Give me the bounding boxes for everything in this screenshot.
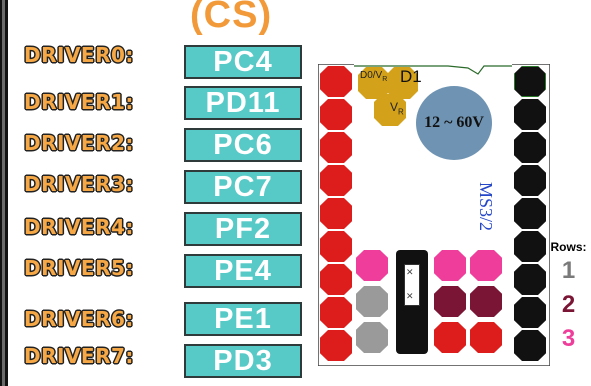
jumper-bottom-red-cell	[470, 322, 502, 353]
jumper-marker-icon: ✕	[406, 267, 414, 277]
rows-legend-2: 2	[561, 291, 576, 318]
pin-cell	[320, 330, 352, 361]
jumper-row3-cell	[434, 250, 466, 281]
driver-row-2: DRIVER2:	[24, 126, 180, 160]
d0-label-sub: R	[382, 76, 388, 83]
driver-pin-6: PE1	[184, 302, 302, 336]
rows-legend-1: 1	[561, 257, 576, 284]
left-frame-border	[0, 0, 8, 386]
driver-label: DRIVER0:	[24, 43, 134, 67]
pin-cell	[320, 66, 352, 97]
driver-label: DRIVER6:	[24, 307, 134, 331]
vr-label-text: V	[390, 100, 399, 114]
rows-legend-3: 3	[561, 325, 576, 352]
pin-cell	[514, 198, 546, 229]
pin-cell	[514, 264, 546, 295]
d1-pad	[386, 67, 418, 99]
vr-pad	[374, 94, 406, 126]
pin-cell	[514, 231, 546, 262]
driver-pin-4: PF2	[184, 212, 302, 246]
driver-pin-7: PD3	[184, 344, 302, 378]
pin-cell	[514, 66, 546, 97]
pin-cell	[320, 264, 352, 295]
cs-header: (CS)	[190, 0, 273, 36]
driver-pin-0: PC4	[184, 45, 302, 79]
d0-vr-pad	[358, 67, 390, 99]
right-pin-column-black	[514, 66, 548, 366]
driver-label: DRIVER3:	[24, 172, 134, 196]
jumper-marker-icon: ✕	[406, 291, 414, 301]
vr-label: VR	[390, 100, 404, 116]
jumper-row1-cell	[356, 322, 388, 353]
pin-cell	[320, 99, 352, 130]
driver-row-0: DRIVER0:	[24, 38, 180, 72]
driver-label: DRIVER5:	[24, 256, 134, 280]
driver-label: DRIVER2:	[24, 131, 134, 155]
pin-cell	[514, 330, 546, 361]
pin-cell	[514, 165, 546, 196]
driver-board-diagram: D0/VR D1 VR 12 ~ 60V MS3/2 ✕ ✕	[318, 64, 550, 366]
jumper-row2-cell	[434, 286, 466, 317]
driver-row-3: DRIVER3:	[24, 167, 180, 201]
jumper-row3-cell	[470, 250, 502, 281]
rows-legend-title: Rows:	[550, 240, 587, 254]
pin-cell	[514, 99, 546, 130]
pin-cell	[320, 231, 352, 262]
pin-cell	[320, 165, 352, 196]
driver-row-7: DRIVER7:	[24, 339, 180, 373]
jumper-row2-cell	[470, 286, 502, 317]
voltage-label: 12 ~ 60V	[424, 114, 484, 131]
d0-vr-label: D0/VR	[360, 70, 387, 83]
pin-cell	[514, 297, 546, 328]
driver-label: DRIVER7:	[24, 344, 134, 368]
pin-cell	[320, 297, 352, 328]
d1-label: D1	[400, 67, 422, 86]
pin-cell	[320, 198, 352, 229]
d0-label-text: D0/V	[360, 70, 383, 81]
pin-cell	[514, 132, 546, 163]
jumper-cap	[404, 264, 420, 306]
driver-label: DRIVER1:	[24, 90, 134, 114]
vr-label-sub: R	[398, 107, 404, 117]
jumper-row1-cell	[356, 286, 388, 317]
driver-row-5: DRIVER5:	[24, 251, 180, 285]
driver-pin-2: PC6	[184, 128, 302, 162]
left-pin-column-red	[320, 66, 354, 366]
slot-label: MS3/2	[476, 182, 496, 232]
driver-label: DRIVER4:	[24, 215, 134, 239]
driver-pin-5: PE4	[184, 254, 302, 288]
voltage-circle: 12 ~ 60V	[416, 86, 492, 160]
jumper-bottom-red-cell	[434, 322, 466, 353]
driver-pin-1: PD11	[184, 86, 302, 120]
driver-row-6: DRIVER6:	[24, 302, 180, 336]
jumper-row3-cell	[356, 250, 388, 281]
driver-row-4: DRIVER4:	[24, 210, 180, 244]
driver-pin-3: PC7	[184, 170, 302, 204]
pin-cell	[320, 132, 352, 163]
rows-legend: Rows: 1 2 3	[546, 240, 591, 356]
driver-row-1: DRIVER1:	[24, 85, 180, 119]
